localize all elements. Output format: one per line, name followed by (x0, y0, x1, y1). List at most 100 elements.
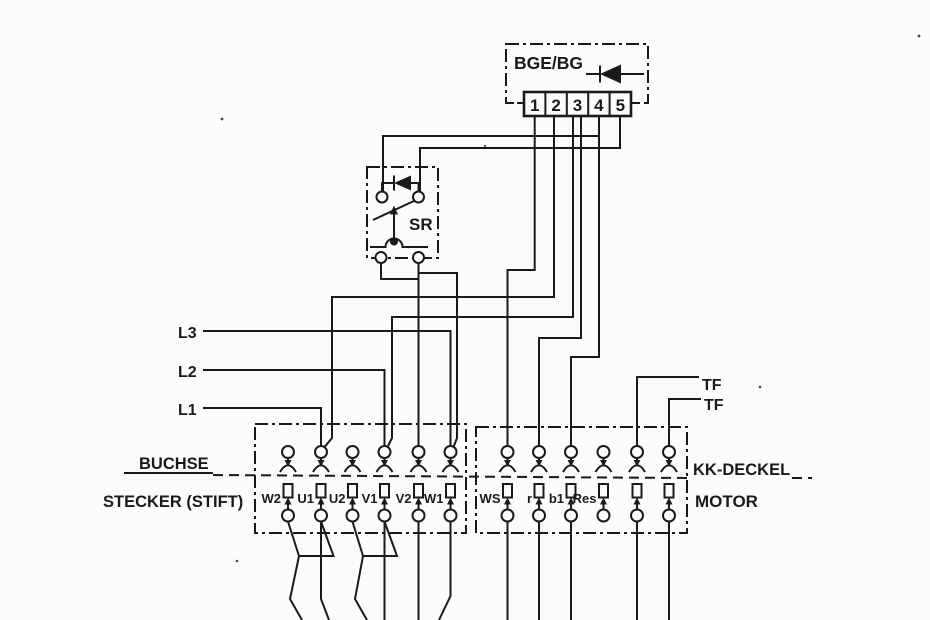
pin-rect (533, 483, 545, 499)
wire-bge3-to-v1 (386, 116, 574, 448)
sr-terminal-left (374, 251, 388, 264)
pin-arrow-up-icon (447, 497, 454, 505)
left-connector-outline (254, 423, 467, 534)
terminal-strip-dividers (544, 92, 611, 116)
socket-arrow-down-icon (447, 460, 454, 467)
socket-cup-icon (562, 464, 580, 473)
socket-circle (443, 445, 458, 459)
socket-cup-icon (660, 464, 678, 473)
wire-l1-to-u1 (203, 407, 322, 446)
socket-circle (630, 445, 644, 459)
wire-l2-to-v1 (203, 369, 386, 446)
sr-contact-left (375, 190, 389, 204)
connector-terminal: W1 (424, 445, 460, 523)
socket-circle (411, 445, 426, 459)
terminal-1: 1 (530, 96, 539, 115)
pin-circle (345, 508, 360, 523)
link-bar-u2-v1 (363, 521, 399, 557)
left-bottom-wiring (287, 521, 452, 620)
pin-label: r (527, 491, 532, 506)
pin-arrow-up-icon (284, 497, 292, 505)
winding-wire-w1 (438, 521, 452, 620)
terminal-5: 5 (616, 96, 625, 115)
socket-arrow-down-icon (349, 460, 356, 467)
sr-label: SR (409, 215, 433, 234)
sr-diode-triangle (394, 175, 411, 191)
link-bar-w2-u1 (299, 521, 335, 557)
label-l1: L1 (178, 402, 197, 419)
pin-arrow-up-icon (381, 497, 388, 505)
right-row-bottom-label: MOTOR (695, 492, 758, 511)
pin-arrow-up-icon (600, 497, 607, 505)
wire-tf2 (668, 398, 701, 446)
winding-wire-w2 (287, 521, 303, 620)
terminal-2: 2 (551, 96, 560, 115)
socket-arrow-down-icon (633, 460, 641, 467)
sr-diode-icon (381, 175, 420, 192)
wire-tf1 (636, 376, 699, 446)
pin-rect (347, 483, 358, 499)
bge-terminal-strip: 1 2 3 4 5 (506, 90, 648, 118)
pin-rect (282, 483, 294, 499)
label-tf2: TF (704, 397, 724, 414)
pin-label: V2 (396, 491, 412, 506)
socket-circle (596, 445, 611, 459)
pin-label: W2 (262, 491, 282, 506)
wire-bge2-to-u1 (323, 116, 555, 448)
socket-arrow-down-icon (381, 460, 388, 467)
connector-terminal (628, 445, 646, 523)
pin-circle (443, 508, 458, 523)
socket-circle (345, 445, 360, 459)
speckle (917, 34, 921, 38)
pin-label: U2 (329, 491, 346, 506)
socket-cup-icon (441, 464, 460, 473)
terminal-3: 3 (573, 96, 582, 115)
scan-speckles (220, 34, 921, 563)
pin-label: Res (573, 491, 597, 506)
connector-terminal: Res (573, 445, 613, 523)
sr-wiring (380, 262, 458, 448)
pin-arrow-up-icon (349, 497, 356, 505)
sr-relay: SR (366, 166, 439, 264)
sr-diode-lead-left (381, 182, 394, 192)
socket-cup-icon (594, 464, 613, 473)
socket-cup-icon (312, 464, 330, 473)
pin-circle (377, 508, 392, 523)
pin-rect (631, 483, 643, 499)
pin-arrow-up-icon (633, 497, 641, 505)
row-separator (124, 472, 812, 479)
pin-circle (596, 508, 611, 523)
wire-bge3-to-r (538, 116, 582, 446)
speckle (483, 144, 487, 148)
pin-arrow-up-icon (567, 497, 575, 505)
socket-arrow-down-icon (567, 460, 575, 467)
pin-arrow-up-icon (317, 497, 325, 505)
wire-bge5-to-sr (419, 116, 621, 192)
label-l3: L3 (178, 325, 197, 342)
pin-arrow-up-icon (504, 497, 511, 505)
wire-l3-to-w1 (203, 330, 452, 446)
connector-terminal: U2 (329, 445, 362, 523)
bge-diode-icon (586, 64, 644, 84)
socket-arrow-down-icon (535, 460, 543, 467)
connector-terminal: WS (480, 445, 517, 523)
pin-label: U1 (297, 491, 314, 506)
socket-arrow-down-icon (415, 460, 422, 467)
pin-rect (379, 483, 390, 499)
pin-label: WS (480, 491, 501, 506)
right-row-top-label: KK-DECKEL (693, 461, 790, 479)
socket-arrow-down-icon (600, 460, 607, 467)
socket-arrow-down-icon (284, 460, 292, 467)
pin-circle (630, 508, 644, 523)
speckle (220, 117, 224, 121)
socket-circle (500, 445, 515, 459)
connector-terminal (660, 445, 678, 523)
pin-circle (411, 508, 426, 523)
socket-cup-icon (409, 464, 428, 473)
sr-coil-bar (370, 237, 428, 248)
socket-cup-icon (530, 464, 548, 473)
connector-terminal: V1 (362, 445, 394, 523)
